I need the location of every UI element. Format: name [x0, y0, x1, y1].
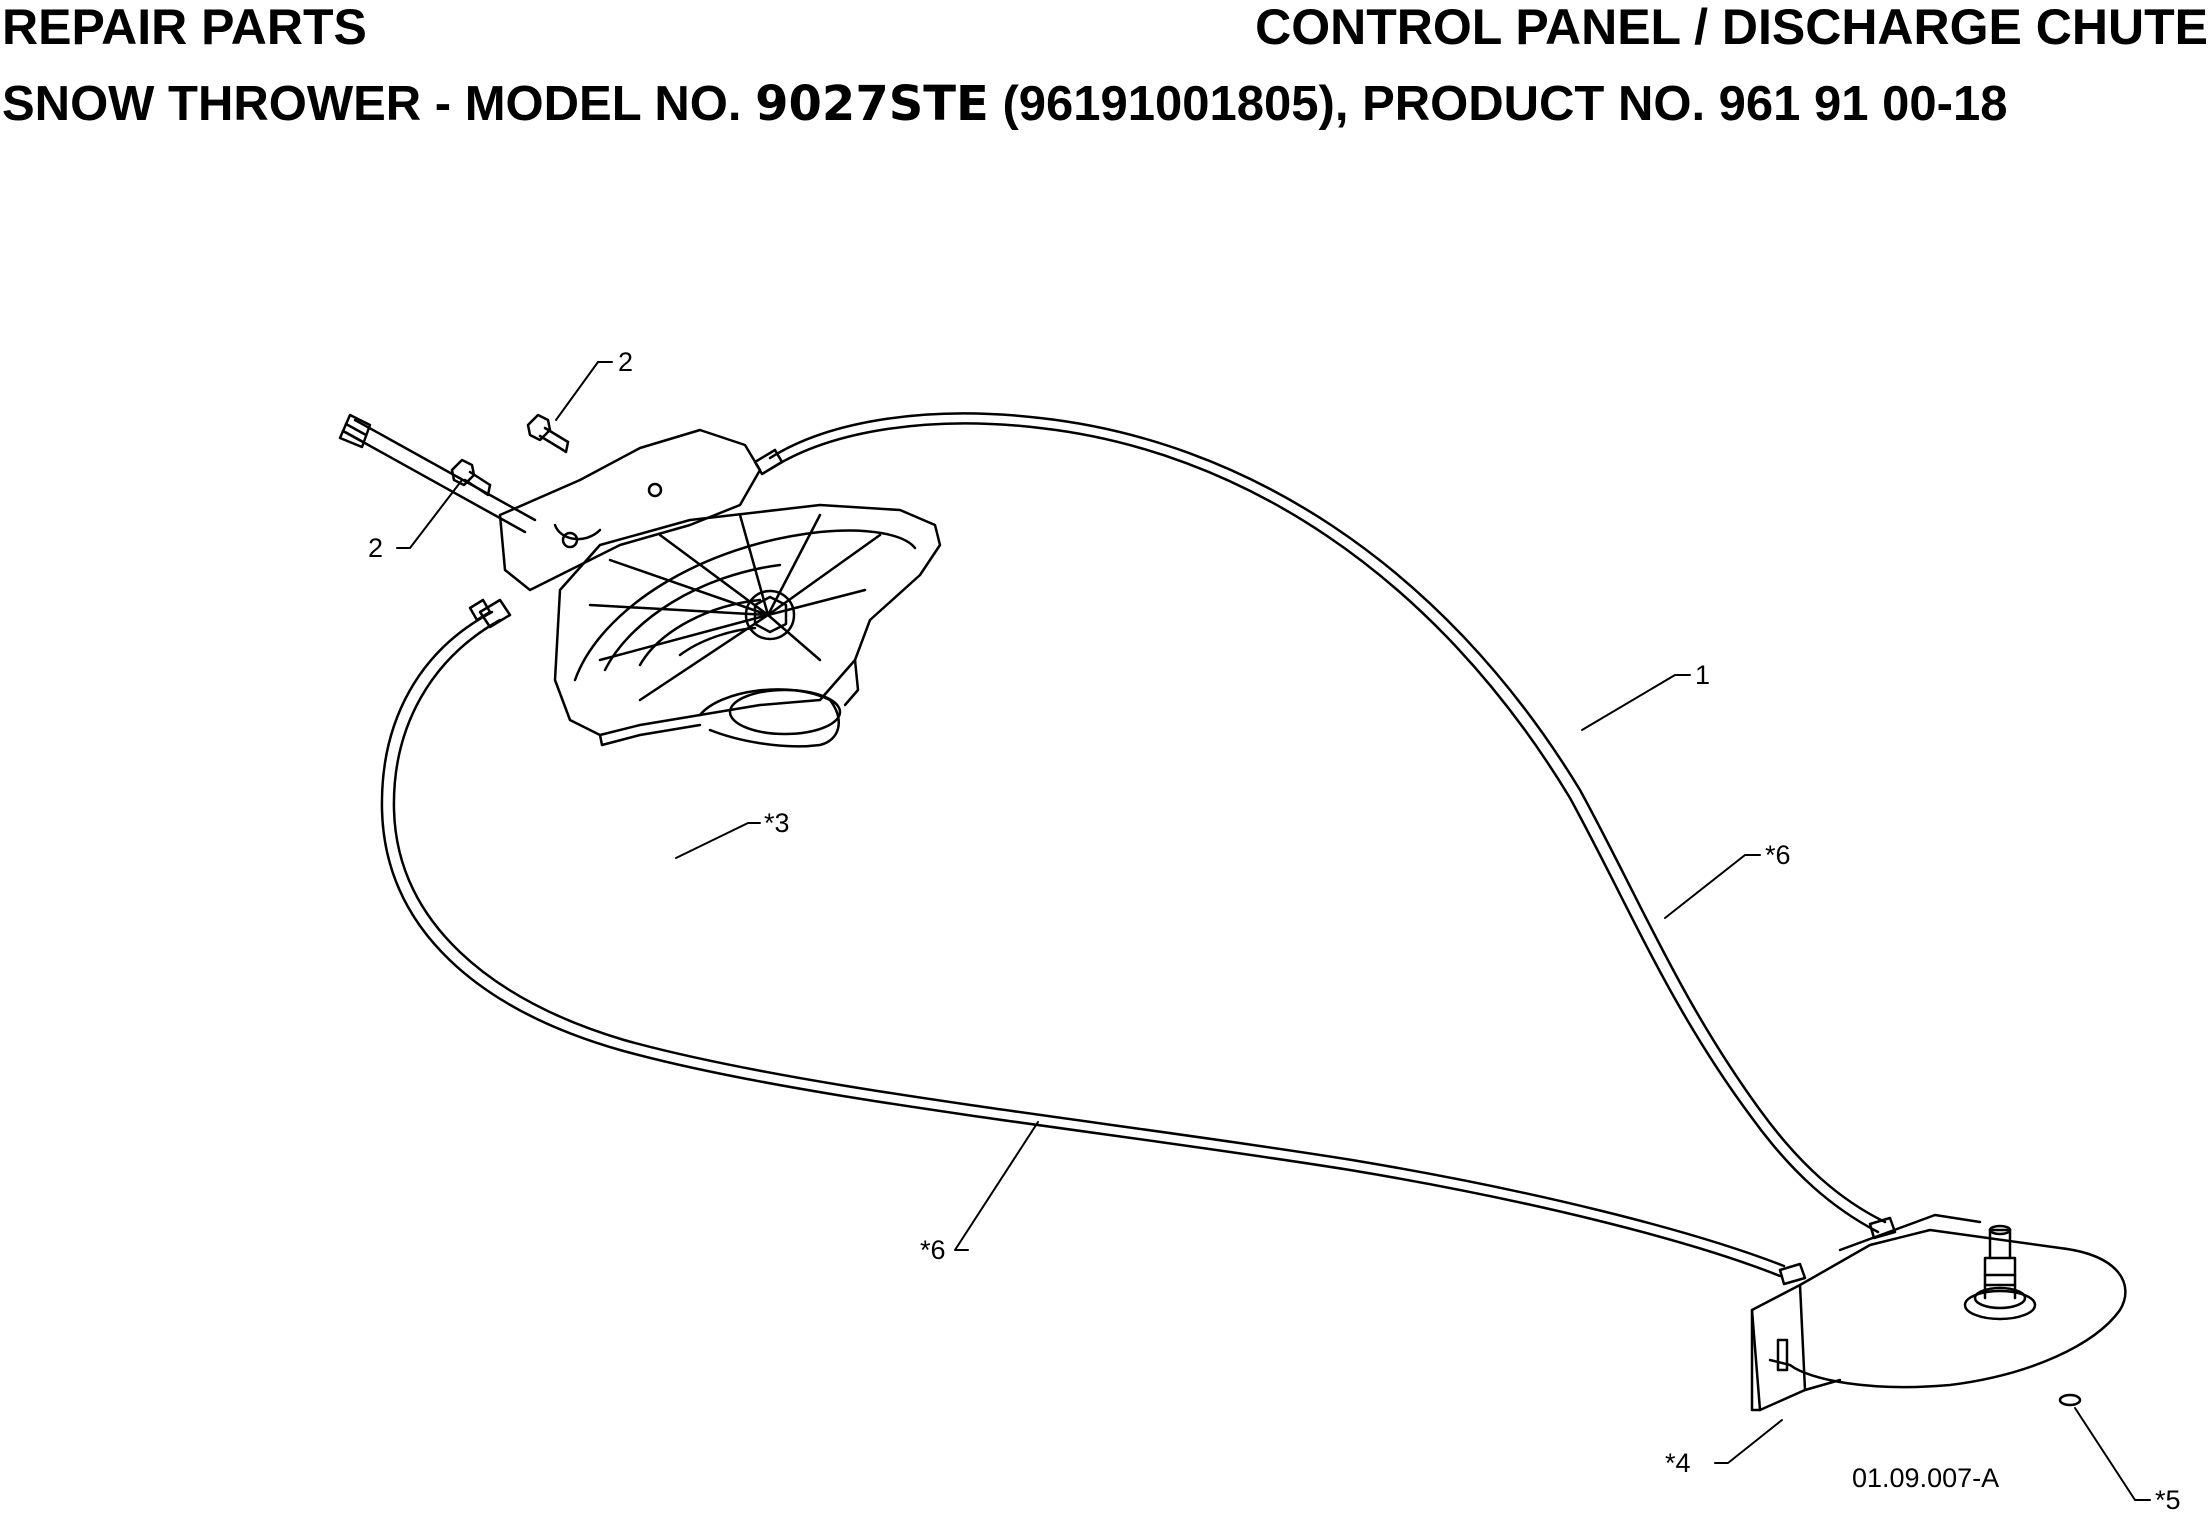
- callout-6-lower: *6: [920, 1235, 946, 1265]
- section-title: REPAIR PARTS: [2, 0, 367, 55]
- callout-2-lower: 2: [368, 533, 383, 563]
- control-panel-assembly: [338, 413, 942, 748]
- callout-6-upper: *6: [1765, 840, 1791, 870]
- screw-lower: [450, 458, 492, 497]
- leader-lines: [396, 361, 2151, 1501]
- cable-upper: [768, 412, 1887, 1234]
- drawing-id: 01.09.007-A: [1852, 1463, 1999, 1493]
- callout-1: 1: [1695, 660, 1710, 690]
- model-subtitle: SNOW THROWER - MODEL NO. 9027STE (961910…: [2, 80, 2008, 129]
- callout-3: *3: [764, 808, 790, 838]
- callout-2-upper: 2: [618, 347, 633, 377]
- callout-labels: 2 2 1 *6 *3 *6 *4 *5 01.09.007-A: [368, 347, 2181, 1513]
- subtitle-prefix: SNOW THROWER - MODEL NO.: [2, 77, 756, 131]
- screw-upper: [526, 413, 570, 454]
- model-number: 9027STE: [755, 76, 989, 132]
- callout-5: *5: [2155, 1485, 2181, 1513]
- subtitle-suffix: (96191001805), PRODUCT NO. 961 91 00-18: [988, 77, 2008, 131]
- cable-lower: [380, 610, 1786, 1278]
- callout-4: *4: [1665, 1448, 1691, 1478]
- page-title: CONTROL PANEL / DISCHARGE CHUTE: [1255, 0, 2208, 55]
- chute-bracket-assembly: [1750, 1213, 2127, 1412]
